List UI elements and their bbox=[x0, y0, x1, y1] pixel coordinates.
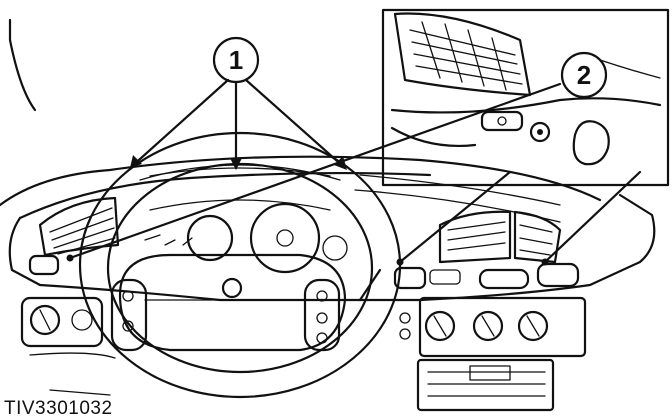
callout-1-leaders bbox=[128, 78, 347, 170]
left-switch-panel bbox=[20, 296, 116, 396]
center-console-strip bbox=[358, 262, 580, 302]
instrument-cluster bbox=[144, 199, 348, 274]
callout-2: 2 bbox=[560, 51, 608, 99]
steering-hub bbox=[110, 253, 347, 352]
reference-code: TIV3301032 bbox=[4, 398, 113, 419]
callout-2-leaders bbox=[66, 82, 642, 266]
callout-2-label: 2 bbox=[577, 60, 591, 90]
climate-controls bbox=[399, 296, 587, 358]
center-vents bbox=[438, 210, 562, 264]
radio-unit bbox=[416, 358, 555, 412]
callout-1-label: 1 bbox=[229, 45, 243, 75]
detail-inset bbox=[381, 8, 670, 187]
callout-1: 1 bbox=[212, 36, 260, 84]
left-vent bbox=[28, 196, 120, 276]
